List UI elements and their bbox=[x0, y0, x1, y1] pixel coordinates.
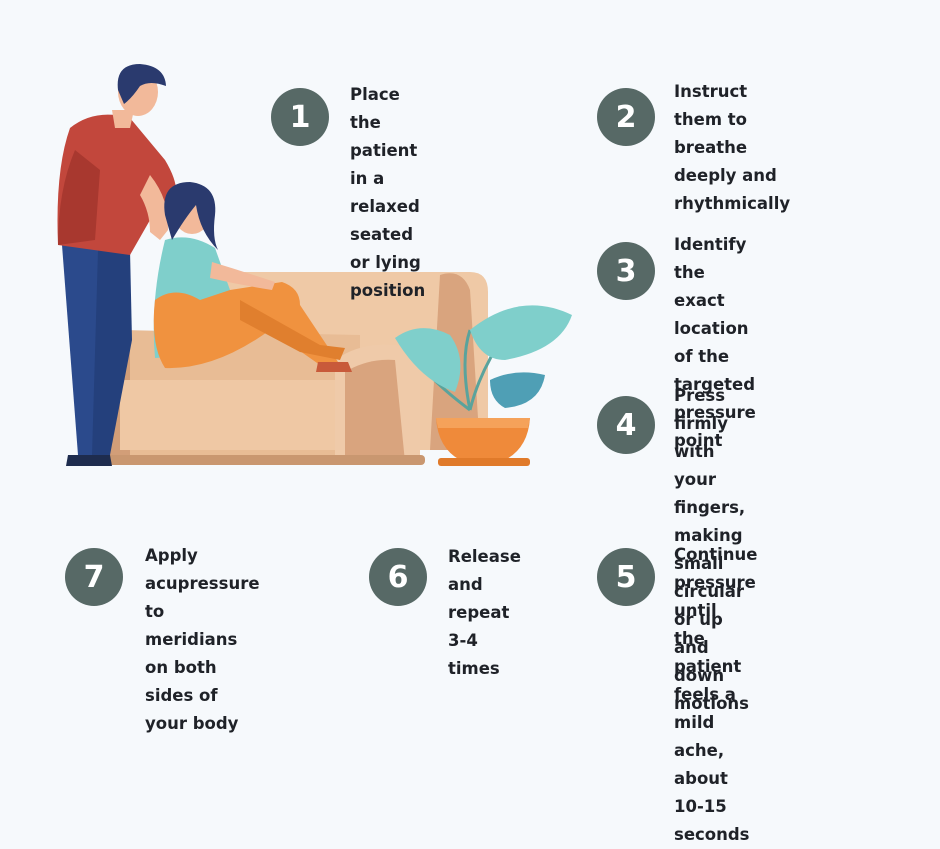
step-text-line: Place the patient in a bbox=[350, 85, 418, 188]
step-text-line: repeat 3-4 bbox=[448, 603, 510, 650]
step-number: 7 bbox=[83, 559, 105, 595]
woman-figure-icon bbox=[153, 182, 352, 372]
step-text-line: circular or up and down bbox=[674, 582, 745, 685]
step-text-line: position bbox=[350, 281, 426, 300]
step-text-line: the patient feels a mild bbox=[674, 629, 742, 732]
step-number: 4 bbox=[615, 407, 637, 443]
step-number: 3 bbox=[615, 253, 637, 289]
step-text-line: relaxed seated or lying bbox=[350, 197, 421, 272]
step-text-line: times bbox=[448, 659, 500, 678]
step-number: 5 bbox=[615, 559, 637, 595]
step-text-line: pressure point bbox=[674, 403, 756, 450]
step-number: 2 bbox=[615, 99, 637, 135]
step-badge: 6 bbox=[369, 548, 427, 606]
step-badge: 1 bbox=[271, 88, 329, 146]
step-badge: 3 bbox=[597, 242, 655, 300]
step-text: Press firmly with your fingers, making s… bbox=[674, 382, 749, 718]
step-text-line: location of the targeted bbox=[674, 319, 756, 394]
step-text-line: Press firmly with your bbox=[674, 386, 728, 489]
man-figure-icon bbox=[57, 64, 177, 466]
step-text-line: breathe deeply and bbox=[674, 138, 777, 185]
step-text-line: Instruct them to bbox=[674, 82, 748, 129]
step-badge: 7 bbox=[65, 548, 123, 606]
potted-plant-icon bbox=[395, 305, 572, 466]
step-number: 1 bbox=[289, 99, 311, 135]
step-text-line: rhythmically bbox=[674, 194, 791, 213]
step-text-line: Apply acupressure bbox=[145, 546, 260, 593]
step-number: 6 bbox=[387, 559, 409, 595]
step-text-line: to meridians on both bbox=[145, 602, 238, 677]
step-text: Continue pressure until the patient feel… bbox=[674, 541, 757, 849]
step-text-line: sides of your body bbox=[145, 686, 239, 733]
step-text-line: Release and bbox=[448, 547, 521, 594]
step-text: Release and repeat 3-4 times bbox=[448, 543, 521, 683]
step-text-line: ache, about 10-15 seconds bbox=[674, 741, 750, 844]
step-text-line: Continue pressure until bbox=[674, 545, 758, 620]
step-text: Identify the exact location of the targe… bbox=[674, 231, 756, 455]
illustration bbox=[57, 64, 572, 466]
step-text-line: Identify the exact bbox=[674, 235, 747, 310]
step-text-line: fingers, making small bbox=[674, 498, 746, 573]
step-badge: 2 bbox=[597, 88, 655, 146]
step-text: Place the patient in a relaxed seated or… bbox=[350, 81, 425, 305]
step-text: Instruct them to breathe deeply and rhyt… bbox=[674, 78, 790, 218]
step-badge: 4 bbox=[597, 396, 655, 454]
step-badge: 5 bbox=[597, 548, 655, 606]
step-text: Apply acupressure to meridians on both s… bbox=[145, 542, 260, 738]
